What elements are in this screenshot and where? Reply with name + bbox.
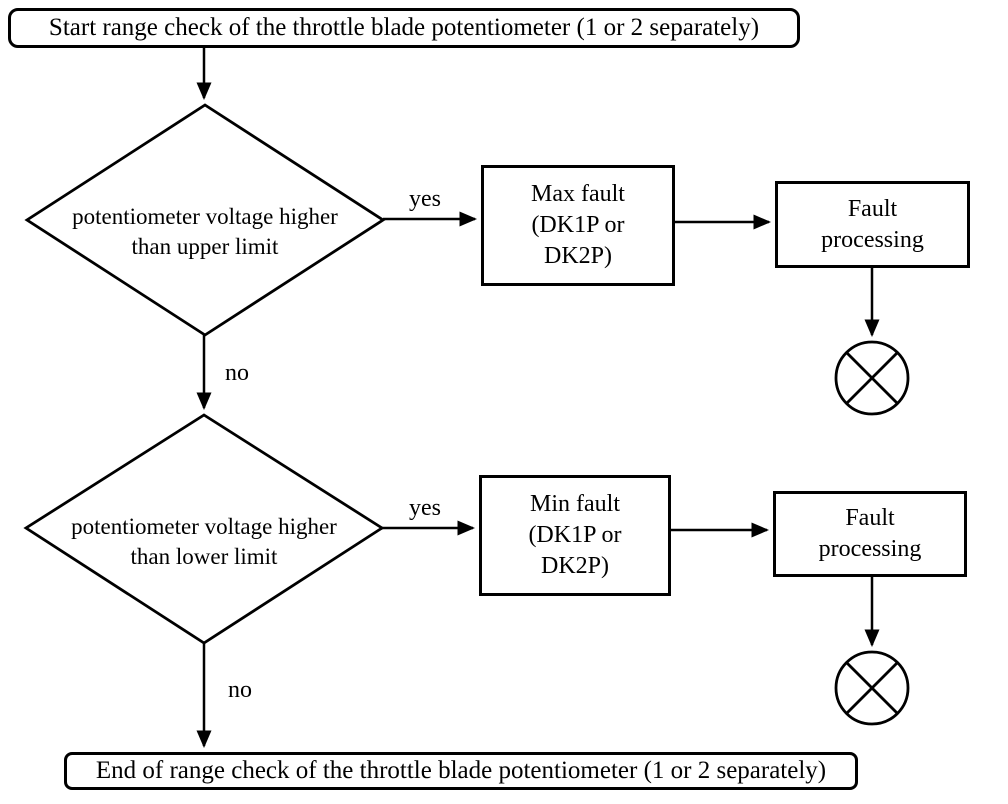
max-fault-line2: (DK1P or — [531, 212, 625, 238]
fault-processing-upper-node: Fault processing — [775, 181, 970, 268]
edge-label-lower-yes: yes — [409, 495, 441, 521]
max-fault-line3: DK2P) — [543, 243, 612, 269]
min-fault-node: Min fault (DK1P or DK2P) — [479, 475, 671, 596]
crossed-circle-terminator-lower — [834, 650, 910, 726]
fault-processing-upper-line1: Fault — [847, 195, 898, 222]
decision-upper-label-line1: potentiometer voltage higher — [72, 204, 338, 229]
fault-processing-lower-line1: Fault — [845, 505, 895, 531]
decision-upper-label: potentiometer voltage higher than upper … — [30, 202, 380, 262]
start-node: Start range check of the throttle blade … — [8, 8, 800, 48]
end-node-label: End of range check of the throttle blade… — [95, 757, 827, 785]
edge-label-upper-no: no — [225, 360, 249, 386]
end-node: End of range check of the throttle blade… — [64, 752, 858, 790]
fault-processing-lower-line2: processing — [818, 536, 922, 562]
decision-upper-label-line2: than upper limit — [131, 234, 279, 259]
min-fault-line3: DK2P) — [540, 553, 609, 579]
min-fault-line2: (DK1P or — [528, 522, 622, 548]
min-fault-line1: Min fault — [530, 491, 620, 517]
decision-lower-label-line1: potentiometer voltage higher — [71, 514, 337, 539]
edge-label-lower-no: no — [228, 677, 252, 703]
decision-lower-label: potentiometer voltage higher than lower … — [29, 512, 379, 572]
max-fault-node: Max fault (DK1P or DK2P) — [481, 165, 675, 286]
max-fault-line1: Max fault — [531, 181, 625, 207]
fault-processing-lower-node: Fault processing — [773, 491, 967, 577]
start-node-label: Start range check of the throttle blade … — [48, 14, 760, 42]
crossed-circle-terminator-upper — [834, 340, 910, 416]
fault-processing-upper-line2: processing — [821, 226, 924, 253]
decision-lower-label-line2: than lower limit — [130, 544, 278, 569]
edge-label-upper-yes: yes — [409, 186, 441, 212]
